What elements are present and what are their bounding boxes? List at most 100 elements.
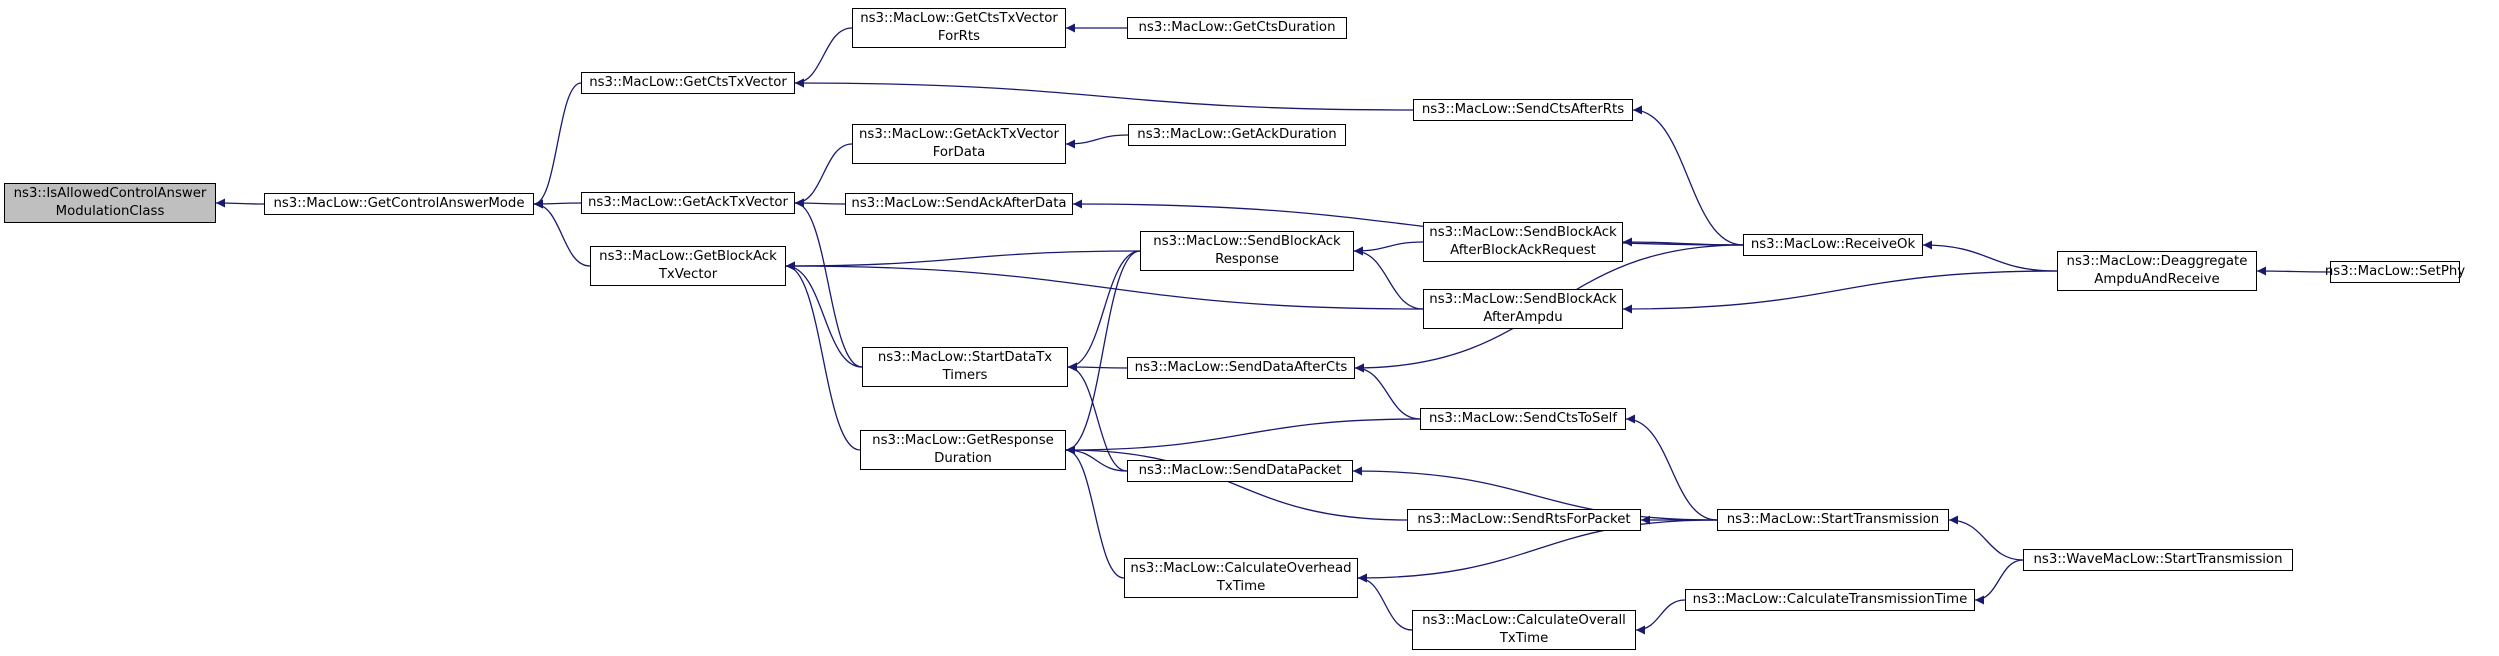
edge-n26-to-n24 (1357, 573, 1413, 631)
edge-n2-to-n1 (533, 82, 582, 209)
edge-n24-to-n18 (1065, 445, 1125, 579)
node-label: TxTime (1499, 631, 1549, 646)
node-label: ns3::MacLow::SendDataAfterCts (1134, 360, 1348, 375)
node-label: ns3::MacLow::SendCtsToSelf (1428, 411, 1618, 426)
edge-layer (215, 23, 2331, 635)
node-label: ns3::MacLow::GetCtsTxVector (860, 11, 1058, 26)
edge-n25-to-n27 (1974, 559, 2024, 605)
node-n21[interactable]: ns3::MacLow::SendDataPacket (1127, 460, 1353, 482)
edge-n27-to-n26 (1635, 599, 1686, 635)
node-label: ns3::MacLow::SendCtsAfterRts (1421, 102, 1625, 117)
node-label: ns3::MacLow::GetCtsDuration (1138, 20, 1336, 35)
edge-n17-to-n16 (2256, 266, 2331, 276)
edge-n11-to-n3 (794, 198, 863, 368)
edge-n20-to-n18 (1065, 418, 1421, 455)
edge-n12-to-n11 (1067, 250, 1141, 372)
edge-n19-to-n11 (1067, 362, 1128, 372)
node-label: ns3::WaveMacLow::StartTransmission (2033, 552, 2283, 567)
node-label: ns3::MacLow::ReceiveOk (1750, 237, 1916, 252)
node-n22[interactable]: ns3::MacLow::SendRtsForPacket (1407, 509, 1641, 531)
node-label: ns3::MacLow::CalculateOverhead (1130, 561, 1352, 576)
node-label: ns3::MacLow::SendDataPacket (1138, 463, 1342, 478)
node-label: AmpduAndReceive (2094, 272, 2220, 287)
node-n7[interactable]: ns3::MacLow::SendCtsAfterRts (1413, 99, 1633, 121)
edge-n3-to-n1 (533, 199, 582, 209)
node-n10[interactable]: ns3::MacLow::SendAckAfterData (845, 193, 1073, 215)
edge-n11-to-n4 (785, 261, 863, 368)
node-label: AfterBlockAckRequest (1450, 243, 1596, 258)
node-n1[interactable]: ns3::MacLow::GetControlAnswerMode (264, 193, 534, 215)
node-n23[interactable]: ns3::MacLow::StartTransmission (1717, 509, 1949, 531)
node-n27[interactable]: ns3::MacLow::CalculateTransmissionTime (1685, 589, 1975, 611)
edge-n23-to-n24 (1357, 519, 1718, 583)
edge-n23-to-n21 (1352, 466, 1718, 521)
edge-n7-to-n2 (794, 78, 1414, 111)
node-n20[interactable]: ns3::MacLow::SendCtsToSelf (1420, 408, 1626, 430)
node-n2[interactable]: ns3::MacLow::GetCtsTxVector (581, 72, 795, 94)
node-label: ns3::MacLow::SendBlockAck (1153, 234, 1341, 249)
edge-n14-to-n12 (1353, 246, 1424, 310)
node-n15[interactable]: ns3::MacLow::ReceiveOk (1743, 234, 1923, 256)
edge-n16-to-n15 (1922, 240, 2058, 272)
node-label: ns3::MacLow::CalculateOverall (1422, 613, 1626, 628)
edge-n5-to-n2 (794, 27, 853, 88)
node-label: ForRts (937, 29, 981, 44)
node-n3[interactable]: ns3::MacLow::GetAckTxVector (581, 192, 795, 214)
node-label: ns3::MacLow::GetControlAnswerMode (273, 196, 525, 211)
node-n9[interactable]: ns3::MacLow::GetAckDuration (1128, 124, 1346, 146)
node-label: ForData (932, 145, 986, 160)
node-label: ns3::MacLow::SendRtsForPacket (1417, 512, 1631, 527)
edge-n14-to-n4 (785, 261, 1424, 310)
edge-n1-to-n0 (215, 198, 265, 208)
node-label: Duration (934, 451, 992, 466)
edge-n20-to-n19 (1354, 363, 1421, 420)
edge-n15-to-n7 (1632, 105, 1744, 246)
node-n25[interactable]: ns3::WaveMacLow::StartTransmission (2023, 549, 2293, 571)
node-label: TxTime (1216, 579, 1266, 594)
edge-n13-to-n12 (1353, 241, 1424, 256)
edge-n25-to-n23 (1948, 515, 2024, 561)
node-label: Response (1215, 252, 1279, 267)
node-label: ns3::MacLow::SendBlockAck (1429, 292, 1617, 307)
node-label: ns3::MacLow::StartTransmission (1726, 512, 1940, 527)
node-label: ns3::IsAllowedControlAnswer (13, 186, 207, 201)
node-label: AfterAmpdu (1483, 310, 1563, 325)
node-n6[interactable]: ns3::MacLow::GetCtsDuration (1127, 17, 1347, 39)
edge-n4-to-n1 (533, 199, 591, 267)
node-label: Timers (942, 368, 988, 383)
node-label: ns3::MacLow::StartDataTx (877, 350, 1053, 365)
node-label: ns3::MacLow::CalculateTransmissionTime (1692, 592, 1968, 607)
node-n17[interactable]: ns3::MacLow::SetPhy (2325, 261, 2465, 283)
node-label: ns3::MacLow::GetCtsTxVector (589, 75, 787, 90)
edge-n9-to-n8 (1065, 134, 1129, 149)
edge-n22-to-n18 (1065, 445, 1408, 521)
edge-n12-to-n4 (785, 250, 1141, 271)
edge-n10-to-n3 (794, 198, 846, 208)
node-label: TxVector (658, 267, 718, 282)
node-label: ns3::MacLow::SendBlockAck (1429, 225, 1617, 240)
edge-n8-to-n3 (794, 143, 853, 208)
node-label: ns3::MacLow::GetAckTxVector (858, 127, 1060, 142)
node-label: ns3::MacLow::GetResponse (872, 433, 1054, 448)
node-label: ns3::MacLow::SendAckAfterData (851, 196, 1067, 211)
node-n19[interactable]: ns3::MacLow::SendDataAfterCts (1127, 357, 1355, 379)
node-label: ns3::MacLow::Deaggregate (2066, 254, 2248, 269)
node-label: ns3::MacLow::GetBlockAck (599, 249, 777, 264)
node-label: ns3::MacLow::GetAckDuration (1137, 127, 1337, 142)
node-label: ns3::MacLow::SetPhy (2324, 264, 2466, 279)
node-label: ns3::MacLow::GetAckTxVector (587, 195, 789, 210)
edge-n18-to-n4 (785, 261, 861, 451)
node-label: ModulationClass (55, 204, 165, 219)
